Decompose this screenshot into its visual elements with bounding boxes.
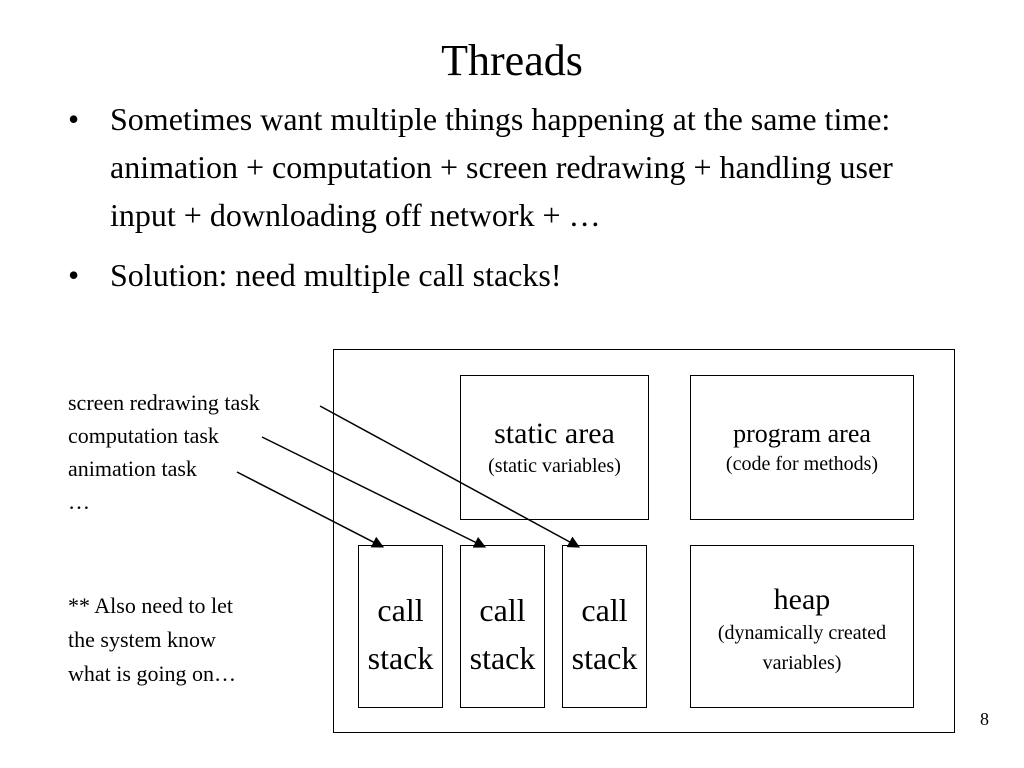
page-number: 8 bbox=[980, 709, 989, 729]
heap-sublabel-line1: (dynamically created bbox=[717, 622, 887, 644]
bullet-item: • Sometimes want multiple things happeni… bbox=[68, 95, 940, 239]
note-line2: the system know bbox=[68, 627, 216, 652]
call-stack-box-1: call stack bbox=[358, 545, 443, 708]
task-label-screen-redrawing: screen redrawing task bbox=[68, 390, 260, 415]
bullet-marker: • bbox=[68, 257, 80, 293]
bullet-item: • Solution: need multiple call stacks! bbox=[68, 251, 968, 299]
bullet-text: Solution: need multiple call stacks! bbox=[110, 257, 562, 293]
call-stack-label-line1: call bbox=[581, 592, 628, 628]
static-area-sublabel: (static variables) bbox=[488, 455, 621, 477]
static-area-box: static area (static variables) bbox=[460, 375, 649, 520]
heap-label: heap bbox=[773, 583, 831, 616]
call-stack-label-line1: call bbox=[479, 592, 526, 628]
heap-box: heap (dynamically created variables) bbox=[690, 545, 914, 708]
call-stack-label-line1: call bbox=[377, 592, 424, 628]
call-stack-label-line2: stack bbox=[367, 640, 434, 676]
task-list: screen redrawing task computation task a… bbox=[68, 386, 260, 518]
bullet-marker: • bbox=[68, 101, 80, 137]
call-stack-box-2: call stack bbox=[460, 545, 545, 708]
note-line3: what is going on… bbox=[68, 661, 237, 686]
slide-title: Threads bbox=[441, 36, 583, 85]
static-area-label: static area bbox=[494, 417, 615, 450]
bullet-list: • Sometimes want multiple things happeni… bbox=[68, 95, 968, 299]
bullet-text: Sometimes want multiple things happening… bbox=[110, 101, 893, 233]
heap-sublabel-line2: variables) bbox=[762, 652, 842, 674]
program-area-label: program area bbox=[733, 419, 871, 448]
call-stack-label-line2: stack bbox=[571, 640, 638, 676]
program-area-sublabel: (code for methods) bbox=[725, 453, 879, 475]
call-stack-label-line2: stack bbox=[469, 640, 536, 676]
call-stack-box-3: call stack bbox=[562, 545, 647, 708]
note-text: ** Also need to let the system know what… bbox=[68, 589, 308, 691]
task-label-ellipsis: … bbox=[68, 489, 90, 514]
note-line1: ** Also need to let bbox=[68, 593, 233, 618]
task-label-computation: computation task bbox=[68, 423, 219, 448]
task-label-animation: animation task bbox=[68, 456, 197, 481]
program-area-box: program area (code for methods) bbox=[690, 375, 914, 520]
